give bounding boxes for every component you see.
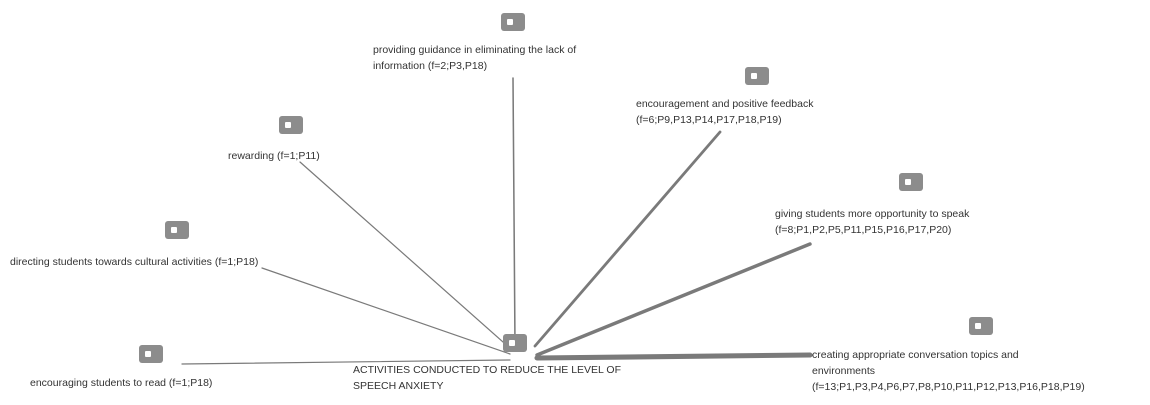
- code-label-guidance: providing guidance in eliminating the la…: [373, 44, 577, 72]
- center-node-label: ACTIVITIES CONDUCTED TO REDUCE THE LEVEL…: [353, 364, 621, 392]
- code-tag-icon: [968, 316, 994, 336]
- code-label-reading: encouraging students to read (f=1;P18): [30, 377, 213, 389]
- code-tag-icon: [138, 344, 164, 364]
- code-label-rewarding: rewarding (f=1;P11): [228, 150, 320, 162]
- connector-cultural: [261, 267, 511, 355]
- code-label-opportunity: giving students more opportunity to spea…: [775, 208, 970, 236]
- code-tag-icon: [744, 66, 770, 86]
- code-label-cultural: directing students towards cultural acti…: [10, 256, 259, 268]
- center-code-tag-icon: [502, 333, 528, 353]
- code-tag-icon: [500, 12, 526, 32]
- code-tag-icon: [164, 220, 190, 240]
- connector-conversation: [534, 352, 813, 361]
- code-label-encouragement: encouragement and positive feedback (f=6…: [636, 98, 814, 126]
- code-label-conversation: creating appropriate conversation topics…: [812, 349, 1085, 393]
- connector-rewarding: [299, 161, 513, 351]
- connector-reading: [181, 359, 511, 365]
- code-tag-icon: [278, 115, 304, 135]
- code-tag-icon: [898, 172, 924, 192]
- connector-guidance: [512, 77, 516, 347]
- connector-opportunity: [535, 242, 812, 357]
- connector-encouragement: [533, 130, 722, 348]
